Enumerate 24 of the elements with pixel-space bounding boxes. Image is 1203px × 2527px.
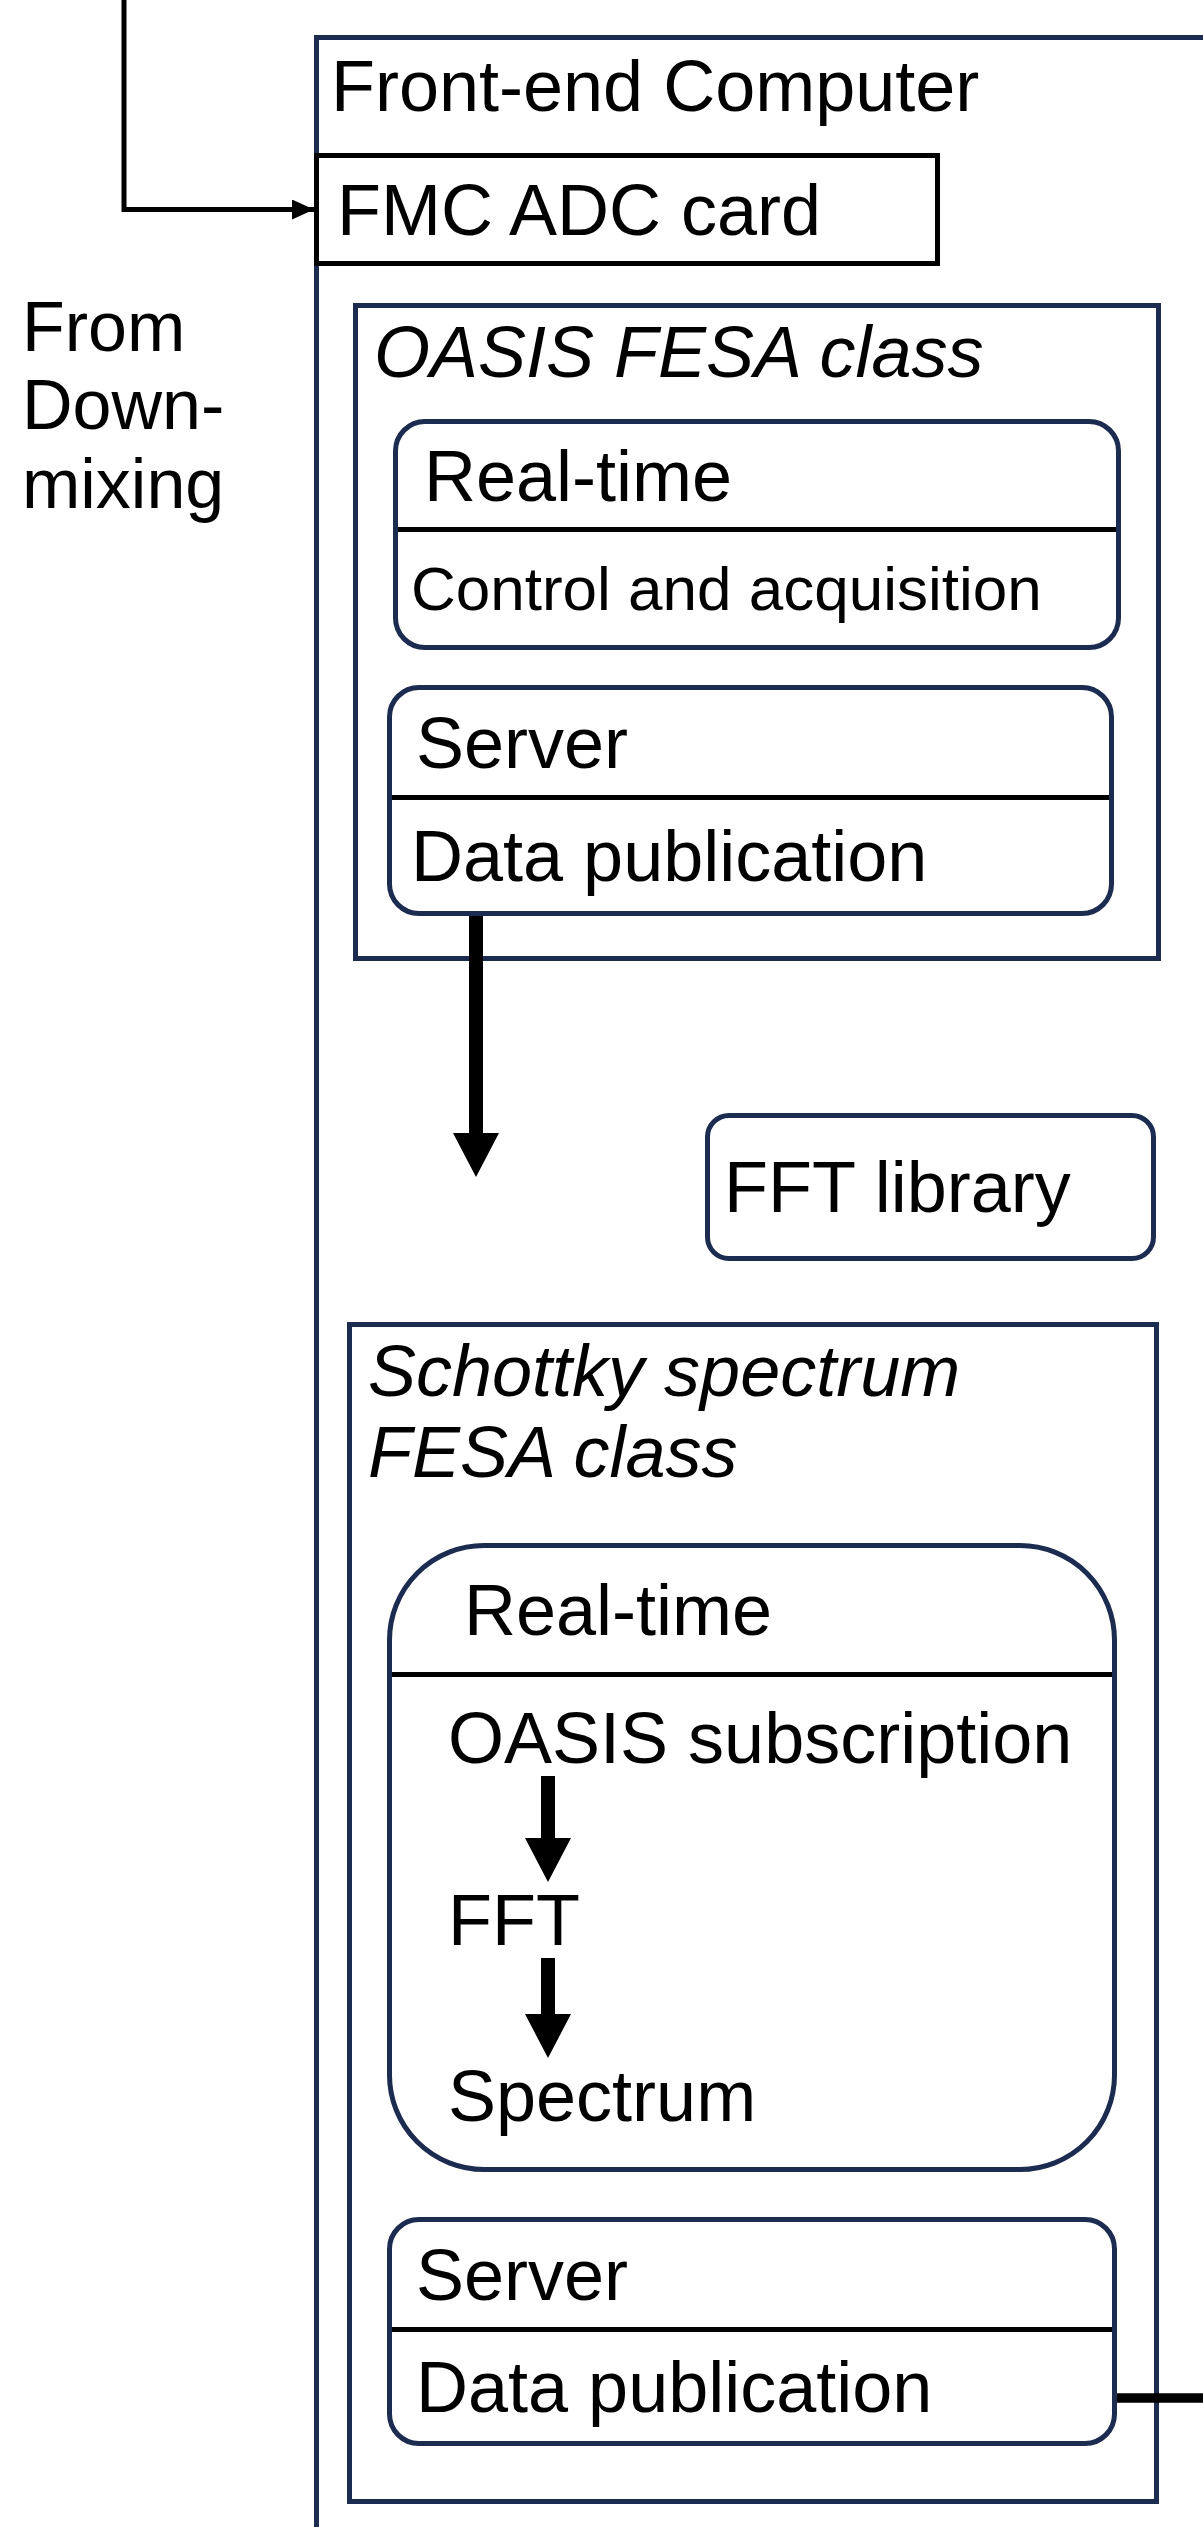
arrow xyxy=(121,0,314,220)
component-box xyxy=(705,1113,1156,1261)
source-label: From Down-mixing xyxy=(22,288,226,524)
module-box xyxy=(387,2217,1117,2446)
component-label: FMC ADC card xyxy=(337,173,822,246)
step-label: FFT xyxy=(448,1882,848,1958)
step-label: OASIS subscription xyxy=(448,1700,1098,1776)
component-box xyxy=(314,153,940,266)
module-box xyxy=(393,419,1121,650)
container-box xyxy=(314,35,1203,2527)
arrow xyxy=(525,1958,571,2058)
module-heading: Real-time xyxy=(424,439,733,512)
module-heading: Real-time xyxy=(464,1574,773,1646)
container-title: Front-end Computer xyxy=(331,46,981,127)
container-box xyxy=(353,303,1161,961)
container-title: Schottky spectrum FESA class xyxy=(368,1331,962,1493)
module-box xyxy=(387,685,1114,916)
module-heading: Server xyxy=(416,2238,629,2311)
step-label: Spectrum xyxy=(448,2058,848,2134)
container-box xyxy=(347,1322,1159,2504)
arrow xyxy=(453,916,499,1177)
module-heading: Server xyxy=(416,706,629,779)
arrow xyxy=(525,1776,571,1882)
container-title: OASIS FESA class xyxy=(374,312,985,393)
